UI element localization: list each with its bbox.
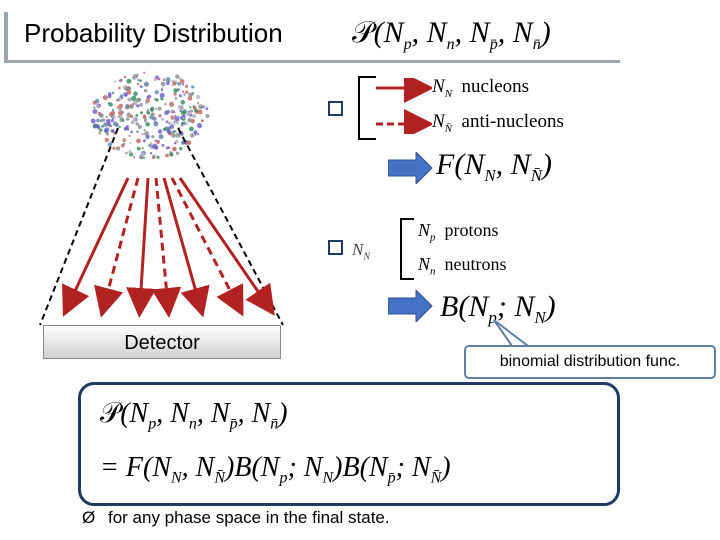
bullet-square-icon xyxy=(328,101,343,116)
antinucleons-row: NN̄ anti-nucleons xyxy=(432,111,564,135)
particle-track-arrow xyxy=(62,177,130,317)
particle-track-arrow xyxy=(126,177,157,318)
nucleons-row: NN nucleons xyxy=(432,76,530,100)
title-formula: 𝒫(Np, Nn, Np̄, Nn̄) xyxy=(352,16,551,53)
formula-box xyxy=(78,382,620,506)
particle-track-arrow xyxy=(178,177,275,316)
cone-left-edge xyxy=(39,127,119,326)
neutrons-row: Nn neutrons xyxy=(418,254,507,278)
bracket-icon xyxy=(358,76,376,140)
footnote-text: for any phase space in the final state. xyxy=(107,508,390,527)
detector: Detector xyxy=(43,325,281,359)
isospin-lead-symbol: NN xyxy=(352,240,371,263)
bracket-icon xyxy=(400,218,414,280)
page-title: Probability Distribution xyxy=(24,18,283,48)
event-illustration xyxy=(39,71,284,326)
particle-arrows xyxy=(62,177,275,318)
bullet-square-icon xyxy=(328,240,343,255)
blue-arrow-icon xyxy=(388,152,433,184)
protons-row: Np protons xyxy=(418,220,499,244)
particle-cloud xyxy=(90,71,210,160)
nucleon-arrows xyxy=(376,78,432,134)
arrow-bullet-icon: Ø xyxy=(82,508,96,527)
particle-track-arrow xyxy=(170,177,244,317)
particle-track-arrow xyxy=(162,177,210,318)
cone-right-edge xyxy=(177,127,284,326)
footnote: Ø for any phase space in the final state… xyxy=(82,508,390,528)
formula-line-1: 𝒫(Np, Nn, Np̄, Nn̄) xyxy=(100,398,288,433)
particle-track-arrow xyxy=(151,177,182,318)
particle-track-arrow xyxy=(94,177,140,318)
formula-F: F(NN, NN̄) xyxy=(436,148,553,185)
formula-B: B(Np; NN) xyxy=(440,290,556,327)
blue-arrow-icon xyxy=(388,290,433,322)
formula-line-2: = F(NN, NN̄)B(Np; NN)B(Np̄; NN̄) xyxy=(100,452,451,487)
title-bar xyxy=(4,12,620,63)
callout-binomial: binomial distribution func. xyxy=(464,345,716,379)
